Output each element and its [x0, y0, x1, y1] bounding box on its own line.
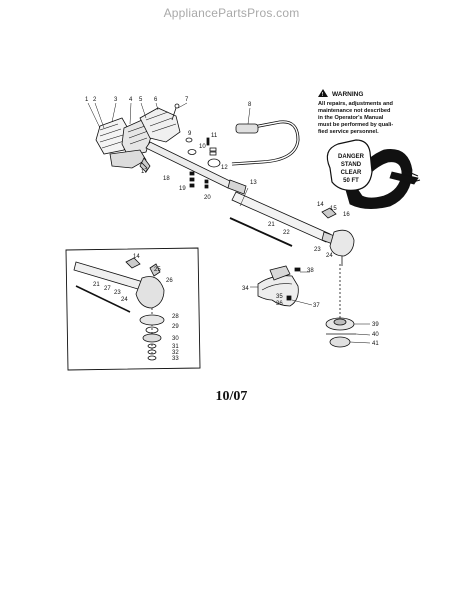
part-number-31: 31 [172, 344, 179, 350]
trimmer-head [325, 264, 356, 348]
part-number-29: 29 [172, 324, 179, 330]
part-number-39: 39 [372, 322, 379, 328]
part-number-24-inset: 24 [121, 297, 128, 303]
part-number-4: 4 [129, 97, 133, 103]
warning-triangle-icon [318, 89, 328, 97]
part-number-25: 25 [154, 267, 161, 273]
part-number-24: 24 [326, 253, 333, 259]
part-number-28: 28 [172, 314, 179, 320]
danger-line-2: STAND [341, 162, 362, 168]
part-number-23-inset: 23 [114, 290, 121, 296]
part-number-5: 5 [139, 97, 143, 103]
part-number-27: 27 [104, 286, 111, 292]
throttle-cable [231, 120, 300, 166]
part-number-34: 34 [242, 286, 249, 292]
site-watermark: AppliancePartsPros.com [163, 6, 300, 20]
warning-line-4: must be performed by quali- [318, 122, 393, 128]
part-number-17: 17 [141, 169, 148, 175]
leader-lines [87, 102, 371, 344]
part-number-1: 1 [85, 97, 89, 103]
part-number-41: 41 [372, 341, 379, 347]
part-number-23: 23 [314, 247, 321, 253]
part-number-12: 12 [221, 165, 228, 171]
part-number-9: 9 [188, 131, 192, 137]
part-number-18: 18 [163, 176, 170, 182]
part-number-labels: 1 2 3 4 5 6 7 8 9 10 11 12 13 14 15 16 1… [85, 97, 379, 362]
warning-notice: ! WARNING All repairs, adjustments and m… [318, 89, 393, 135]
part-number-20: 20 [204, 195, 211, 201]
danger-line-3: CLEAR [341, 170, 362, 176]
warning-line-3: in the Operator's Manual [318, 115, 384, 121]
warning-line-5: fied service personnel. [318, 129, 379, 135]
part-number-15: 15 [330, 206, 337, 212]
part-number-3: 3 [114, 97, 118, 103]
part-number-21-inset: 21 [93, 282, 100, 288]
shoulder-strap [345, 149, 421, 209]
svg-text:!: ! [322, 92, 324, 98]
part-number-10: 10 [199, 144, 206, 150]
part-number-8: 8 [248, 102, 252, 108]
part-number-30: 30 [172, 336, 179, 342]
part-number-2: 2 [93, 97, 97, 103]
part-number-37: 37 [313, 303, 320, 309]
part-number-22: 22 [283, 230, 290, 236]
part-number-26: 26 [166, 278, 173, 284]
inset-detail-box [65, 247, 201, 371]
part-number-7: 7 [185, 97, 189, 103]
gear-head [321, 207, 355, 266]
part-number-11: 11 [211, 133, 218, 139]
warning-title: WARNING [332, 91, 363, 98]
part-number-16: 16 [343, 212, 350, 218]
engine-assembly [95, 103, 221, 189]
danger-line-1: DANGER [338, 154, 365, 160]
part-number-14-inset: 14 [133, 254, 140, 260]
date-code: 10/07 [215, 389, 248, 404]
danger-sign [326, 139, 373, 191]
part-number-36: 36 [276, 301, 283, 307]
warning-line-2: maintenance not described [318, 108, 391, 114]
part-number-40: 40 [372, 332, 379, 338]
part-number-33: 33 [172, 356, 179, 362]
part-number-6: 6 [154, 97, 158, 103]
danger-line-4: 50 FT [343, 178, 359, 184]
part-number-38: 38 [307, 268, 314, 274]
warning-line-1: All repairs, adjustments and [318, 101, 393, 107]
part-number-19: 19 [179, 186, 186, 192]
part-number-13: 13 [250, 180, 257, 186]
danger-sign-text: DANGER STAND CLEAR 50 FT [338, 154, 365, 184]
upper-shaft [145, 141, 341, 247]
debris-shield [257, 265, 301, 307]
part-number-32: 32 [172, 350, 179, 356]
part-number-35: 35 [276, 294, 283, 300]
part-number-14: 14 [317, 202, 324, 208]
part-number-21: 21 [268, 222, 275, 228]
